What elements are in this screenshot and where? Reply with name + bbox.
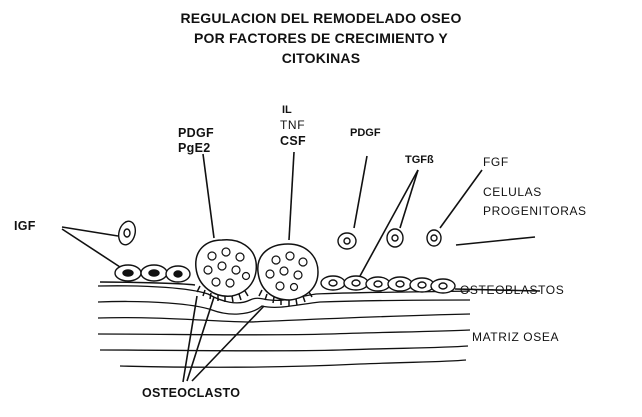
label-pge2: PgE2 — [178, 141, 210, 155]
label-pdgf-right: PDGF — [350, 126, 381, 140]
osteoclast-right — [258, 244, 318, 306]
label-osteoblastos: OSTEOBLASTOS — [460, 283, 564, 297]
label-il: IL — [282, 103, 292, 117]
osteoblast-cells-right — [321, 276, 455, 293]
osteoblast-cells-left — [100, 265, 195, 285]
osteoclast-left — [196, 240, 257, 302]
label-igf: IGF — [14, 219, 36, 233]
label-matriz-osea: MATRIZ OSEA — [472, 330, 559, 344]
label-osteoclasto: OSTEOCLASTO — [142, 386, 240, 400]
label-celulas: CELULAS — [483, 185, 542, 199]
label-tgfb: TGFß — [405, 153, 434, 167]
label-csf: CSF — [280, 134, 306, 148]
label-fgf: FGF — [483, 155, 509, 169]
label-tnf: TNF — [280, 118, 305, 132]
label-progenitoras: PROGENITORAS — [483, 204, 587, 218]
label-pdgf-left: PDGF — [178, 126, 214, 140]
